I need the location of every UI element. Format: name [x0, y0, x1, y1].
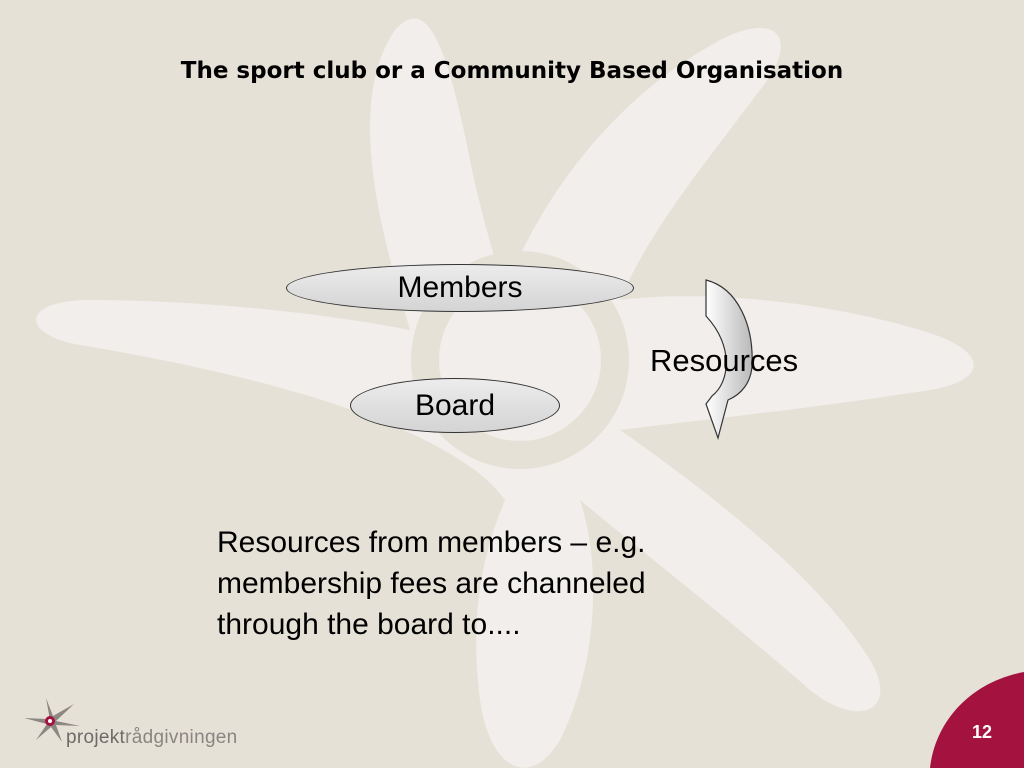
board-ellipse: Board	[350, 378, 560, 433]
board-label: Board	[414, 388, 496, 422]
star-logo-icon	[24, 698, 80, 742]
members-ellipse: Members	[286, 264, 634, 312]
page-title: The sport club or a Community Based Orga…	[180, 58, 844, 84]
body-text: Resources from members – e.g. membership…	[217, 526, 646, 641]
logo-text-suffix: rådgivningen	[125, 727, 238, 748]
resources-label: Resources	[650, 343, 799, 378]
members-label: Members	[397, 271, 523, 304]
logo-wordmark: projektrådgivningen	[66, 727, 238, 749]
logo-text-prefix: projekt	[66, 727, 126, 748]
curved-down-arrow-icon	[705, 279, 753, 440]
page-number: 12	[971, 722, 993, 742]
page-number-badge	[930, 672, 1024, 768]
